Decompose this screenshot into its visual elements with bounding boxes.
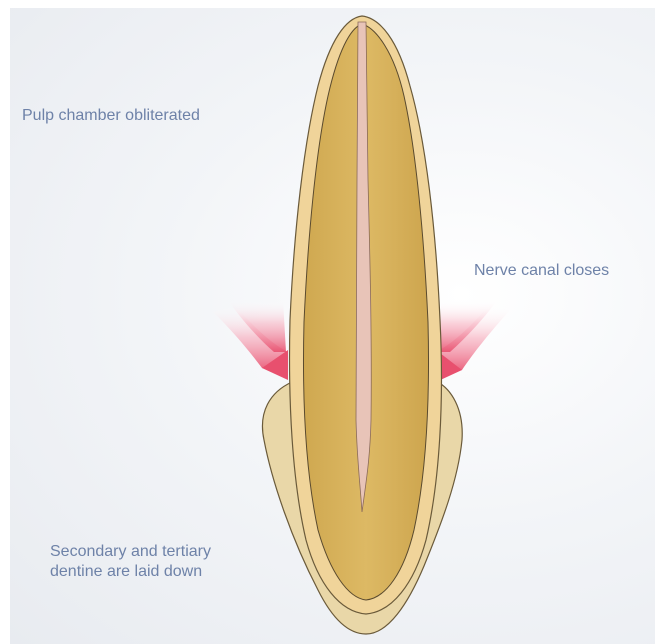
left-pressure-arrow	[213, 300, 288, 380]
dentine-label: Secondary and tertiary dentine are laid …	[50, 542, 211, 582]
nerve-canal-label: Nerve canal closes	[474, 261, 609, 281]
pulp-chamber-label: Pulp chamber obliterated	[22, 106, 200, 126]
dentine-label-line-2: dentine are laid down	[50, 562, 211, 582]
right-pressure-arrow	[436, 300, 510, 382]
dentine-label-line-1: Secondary and tertiary	[50, 542, 211, 562]
